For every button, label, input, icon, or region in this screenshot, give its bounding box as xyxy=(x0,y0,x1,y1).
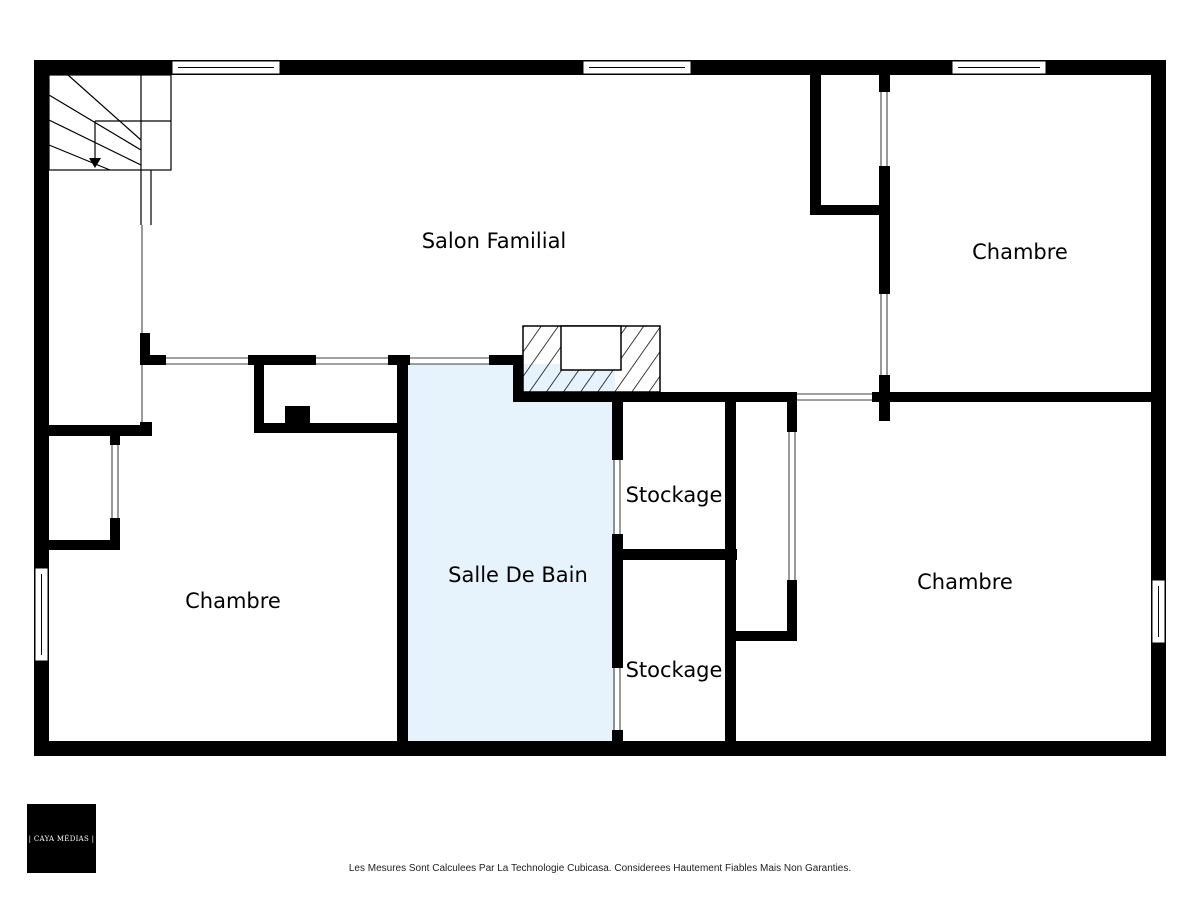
room-label-salon-familial: Salon Familial xyxy=(422,229,567,253)
stair-arrow-icon xyxy=(89,158,101,168)
room-label-salle-de-bain: Salle De Bain xyxy=(448,563,588,587)
fireplace xyxy=(522,325,661,393)
room-label-chambre-w: Chambre xyxy=(185,589,281,613)
caya-medias-logo: | CAYA MÉDIAS | xyxy=(27,804,96,873)
room-label-stockage-1: Stockage xyxy=(626,483,723,507)
staircase xyxy=(48,74,172,225)
room-label-chambre-se: Chambre xyxy=(917,570,1013,594)
bathroom-floor xyxy=(406,364,615,744)
interior-walls xyxy=(34,60,1166,756)
door-openings xyxy=(111,92,888,730)
room-label-chambre-ne: Chambre xyxy=(972,240,1068,264)
windows xyxy=(34,60,1166,662)
room-label-stockage-2: Stockage xyxy=(626,658,723,682)
measurement-disclaimer: Les Mesures Sont Calculees Par La Techno… xyxy=(348,863,852,874)
logo-text: | CAYA MÉDIAS | xyxy=(28,834,95,843)
